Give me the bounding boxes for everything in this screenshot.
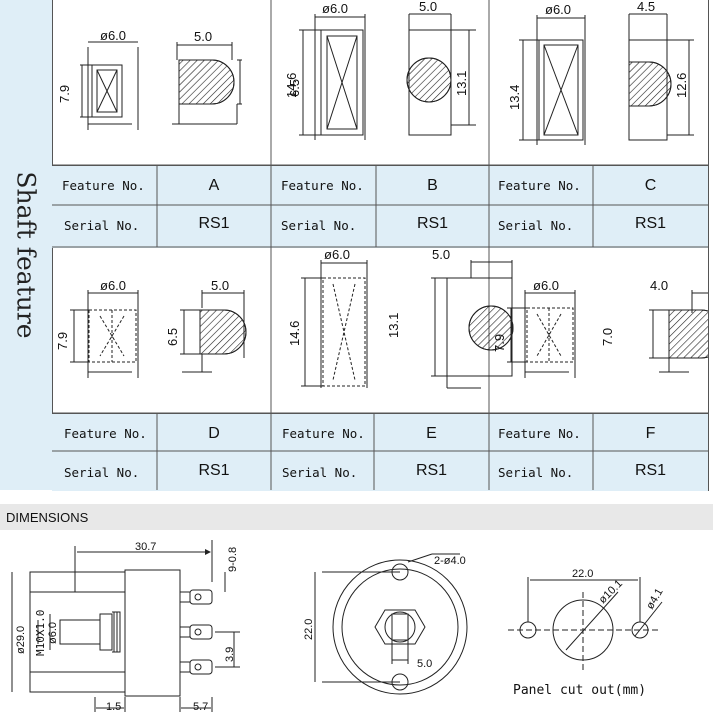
side-label: Shaft feature [11,171,41,339]
side-length: 30.7 [135,541,156,553]
feature-value-a: A [208,177,220,194]
dim-f-d: ø6.0 [533,278,559,293]
feature-label-b: Feature No. [281,178,364,193]
label-band-top [52,165,708,248]
serial-label-e: Serial No. [282,465,358,480]
side-right: 5.7 [193,701,208,713]
panel-width: 22.0 [572,568,593,580]
side-view [11,540,240,712]
dim-b-h1: 14.6 [284,73,299,98]
side-thread: M10X1.0 [34,610,47,656]
dim-b-h2: 13.1 [454,71,469,96]
feature-label-e: Feature No. [282,426,365,441]
shaft-drawing-f [507,290,708,378]
dim-f-h2: 7.0 [600,328,615,346]
feature-value-c: C [644,177,657,194]
feature-label-d: Feature No. [64,426,147,441]
panel-side-hole: ø4.1 [644,586,665,611]
label-band-bottom [52,413,708,491]
serial-label-b: Serial No. [281,218,357,233]
serial-label-d: Serial No. [64,465,140,480]
feature-table: Feature No. Serial No. A RS1 Feature No.… [52,0,709,491]
serial-value-f: RS1 [634,462,667,479]
feature-value-b: B [427,177,438,194]
side-left: 1.5 [106,701,121,713]
panel-caption: Panel cut out(mm) [513,683,646,698]
table-grid [52,0,708,490]
shaft-drawing-c [519,13,694,145]
front-holes: 2-ø4.0 [434,555,466,567]
feature-value-d: D [208,425,220,442]
front-height: 22.0 [303,619,315,640]
shaft-drawing-a [80,41,242,130]
dimensions-header: DIMENSIONS [0,504,713,530]
panel-cutout [508,577,663,670]
panel-center-hole: ø10.1 [597,578,625,606]
dim-e-d: ø6.0 [324,247,350,262]
serial-value-c: RS1 [634,215,667,232]
dim-f-w: 4.0 [650,278,668,293]
serial-label-f: Serial No. [498,465,574,480]
feature-label-c: Feature No. [498,178,581,193]
feature-label-f: Feature No. [498,426,581,441]
serial-value-d: RS1 [198,462,230,479]
dim-d-h1: 7.9 [55,332,70,350]
dim-d-h2: 6.5 [165,328,180,346]
dim-a-w: 5.0 [194,29,212,44]
serial-label-c: Serial No. [498,218,574,233]
dim-a-d: ø6.0 [100,28,126,43]
dim-e-h2: 13.1 [386,313,401,338]
dim-e-h1: 14.6 [287,321,302,346]
serial-value-a: RS1 [198,215,230,232]
dimension-drawings: 30.7 9-0.8 ø29.0 M10X1.0 ø6.0 3.9 1.5 5.… [11,540,666,713]
dim-a-h1: 7.9 [57,85,72,103]
dim-b-d: ø6.0 [322,1,348,16]
feature-value-f: F [645,425,656,442]
dim-c-d: ø6.0 [545,2,571,17]
dim-d-w: 5.0 [211,278,229,293]
feature-value-e: E [426,425,437,442]
dim-a-h2: 6.5 [287,79,302,97]
dimensions-title: DIMENSIONS [6,510,89,525]
serial-label-a: Serial No. [64,218,140,233]
side-panel: Shaft feature [0,0,53,490]
feature-label-a: Feature No. [62,178,145,193]
serial-value-e: RS1 [415,462,448,479]
shaft-drawing-d [70,290,247,378]
shaft-drawings: ø6.0 5.0 7.9 6.5 ø6.0 5.0 14.6 13.1 ø6.0… [55,0,708,389]
front-flat: 5.0 [417,658,432,670]
dim-c-w: 4.5 [637,0,655,14]
serial-value-b: RS1 [416,215,449,232]
side-dia: ø29.0 [15,626,27,654]
dim-e-w: 5.0 [432,247,450,262]
dim-c-h2: 12.6 [674,73,689,98]
shaft-drawing-e [301,260,514,389]
dim-b-w: 5.0 [419,0,437,14]
dim-d-d: ø6.0 [100,278,126,293]
dim-c-h1: 13.4 [507,85,522,110]
side-pin-pitch: 9-0.8 [227,547,239,572]
side-spacing: 3.9 [224,647,236,662]
dim-f-h1: 7.9 [492,334,507,352]
shaft-drawing-b [299,13,476,140]
front-view [314,553,468,695]
side-shaft: ø6.0 [47,622,59,644]
